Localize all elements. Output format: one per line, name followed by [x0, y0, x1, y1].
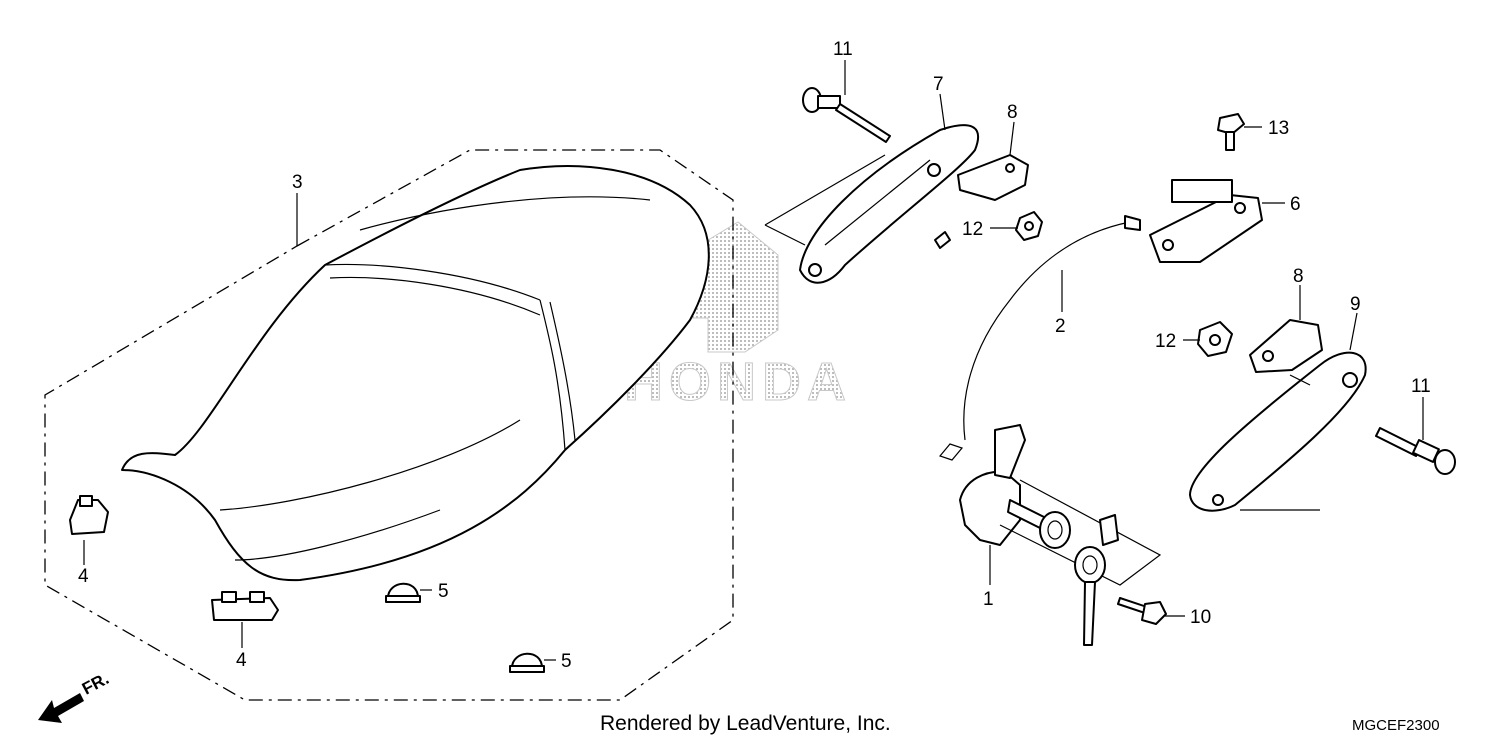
callout-8a: 8: [1007, 102, 1018, 123]
callout-11b: 11: [1411, 376, 1431, 397]
bracket-upper: [957, 154, 1029, 201]
bracket-lower: [1249, 319, 1323, 373]
grab-rail-left: [764, 124, 980, 284]
callout-12a: 12: [962, 219, 983, 240]
callout-11a: 11: [833, 39, 853, 60]
seat-hook: [1149, 179, 1263, 263]
watermark-text: HONDA: [624, 352, 852, 412]
bolt-right: [1375, 427, 1456, 475]
callout-12b: 12: [1155, 331, 1176, 352]
callout-2: 2: [1055, 316, 1066, 337]
screw-10: [1117, 597, 1167, 625]
front-label: FR.: [79, 669, 112, 699]
callout-13: 13: [1268, 118, 1289, 139]
leader-lines: [83, 60, 1424, 661]
callout-5a: 5: [438, 581, 449, 602]
callout-5b: 5: [561, 651, 572, 672]
callout-6: 6: [1290, 194, 1301, 215]
front-direction-indicator: FR.: [38, 669, 112, 723]
diagram-code: MGCEF2300: [1352, 717, 1440, 734]
seat-lock-assembly: [959, 424, 1162, 646]
bolt-13: [1217, 113, 1245, 151]
callout-7: 7: [933, 74, 944, 95]
callout-1: 1: [983, 589, 994, 610]
seat: [121, 165, 710, 582]
key-b: [1074, 546, 1106, 646]
nut-lower: [1197, 321, 1233, 357]
seat-clip-a: [69, 495, 109, 535]
key-a: [1039, 511, 1071, 549]
seat-cushion-b: [509, 652, 545, 673]
callout-4a: 4: [78, 566, 89, 587]
callout-8b: 8: [1293, 266, 1304, 287]
callout-10: 10: [1190, 607, 1211, 628]
callout-3: 3: [292, 172, 303, 193]
seat-clip-b: [211, 591, 279, 621]
seat-cushion-a: [385, 582, 421, 603]
front-arrow-icon: [38, 693, 84, 723]
callout-4b: 4: [236, 650, 247, 671]
bolt-top: [802, 87, 891, 143]
seat-lock-cable: [934, 215, 1141, 461]
nut-upper: [1015, 211, 1043, 241]
callout-9: 9: [1350, 294, 1361, 315]
render-credit: Rendered by LeadVenture, Inc.: [600, 712, 891, 735]
grab-rail-right: [1189, 351, 1367, 512]
seat-group-frame: [44, 149, 734, 701]
callout-labels: 3 4 4 5 5 11 7 8 12 2 13 6 8 9 12 11 1 1…: [78, 39, 1431, 672]
